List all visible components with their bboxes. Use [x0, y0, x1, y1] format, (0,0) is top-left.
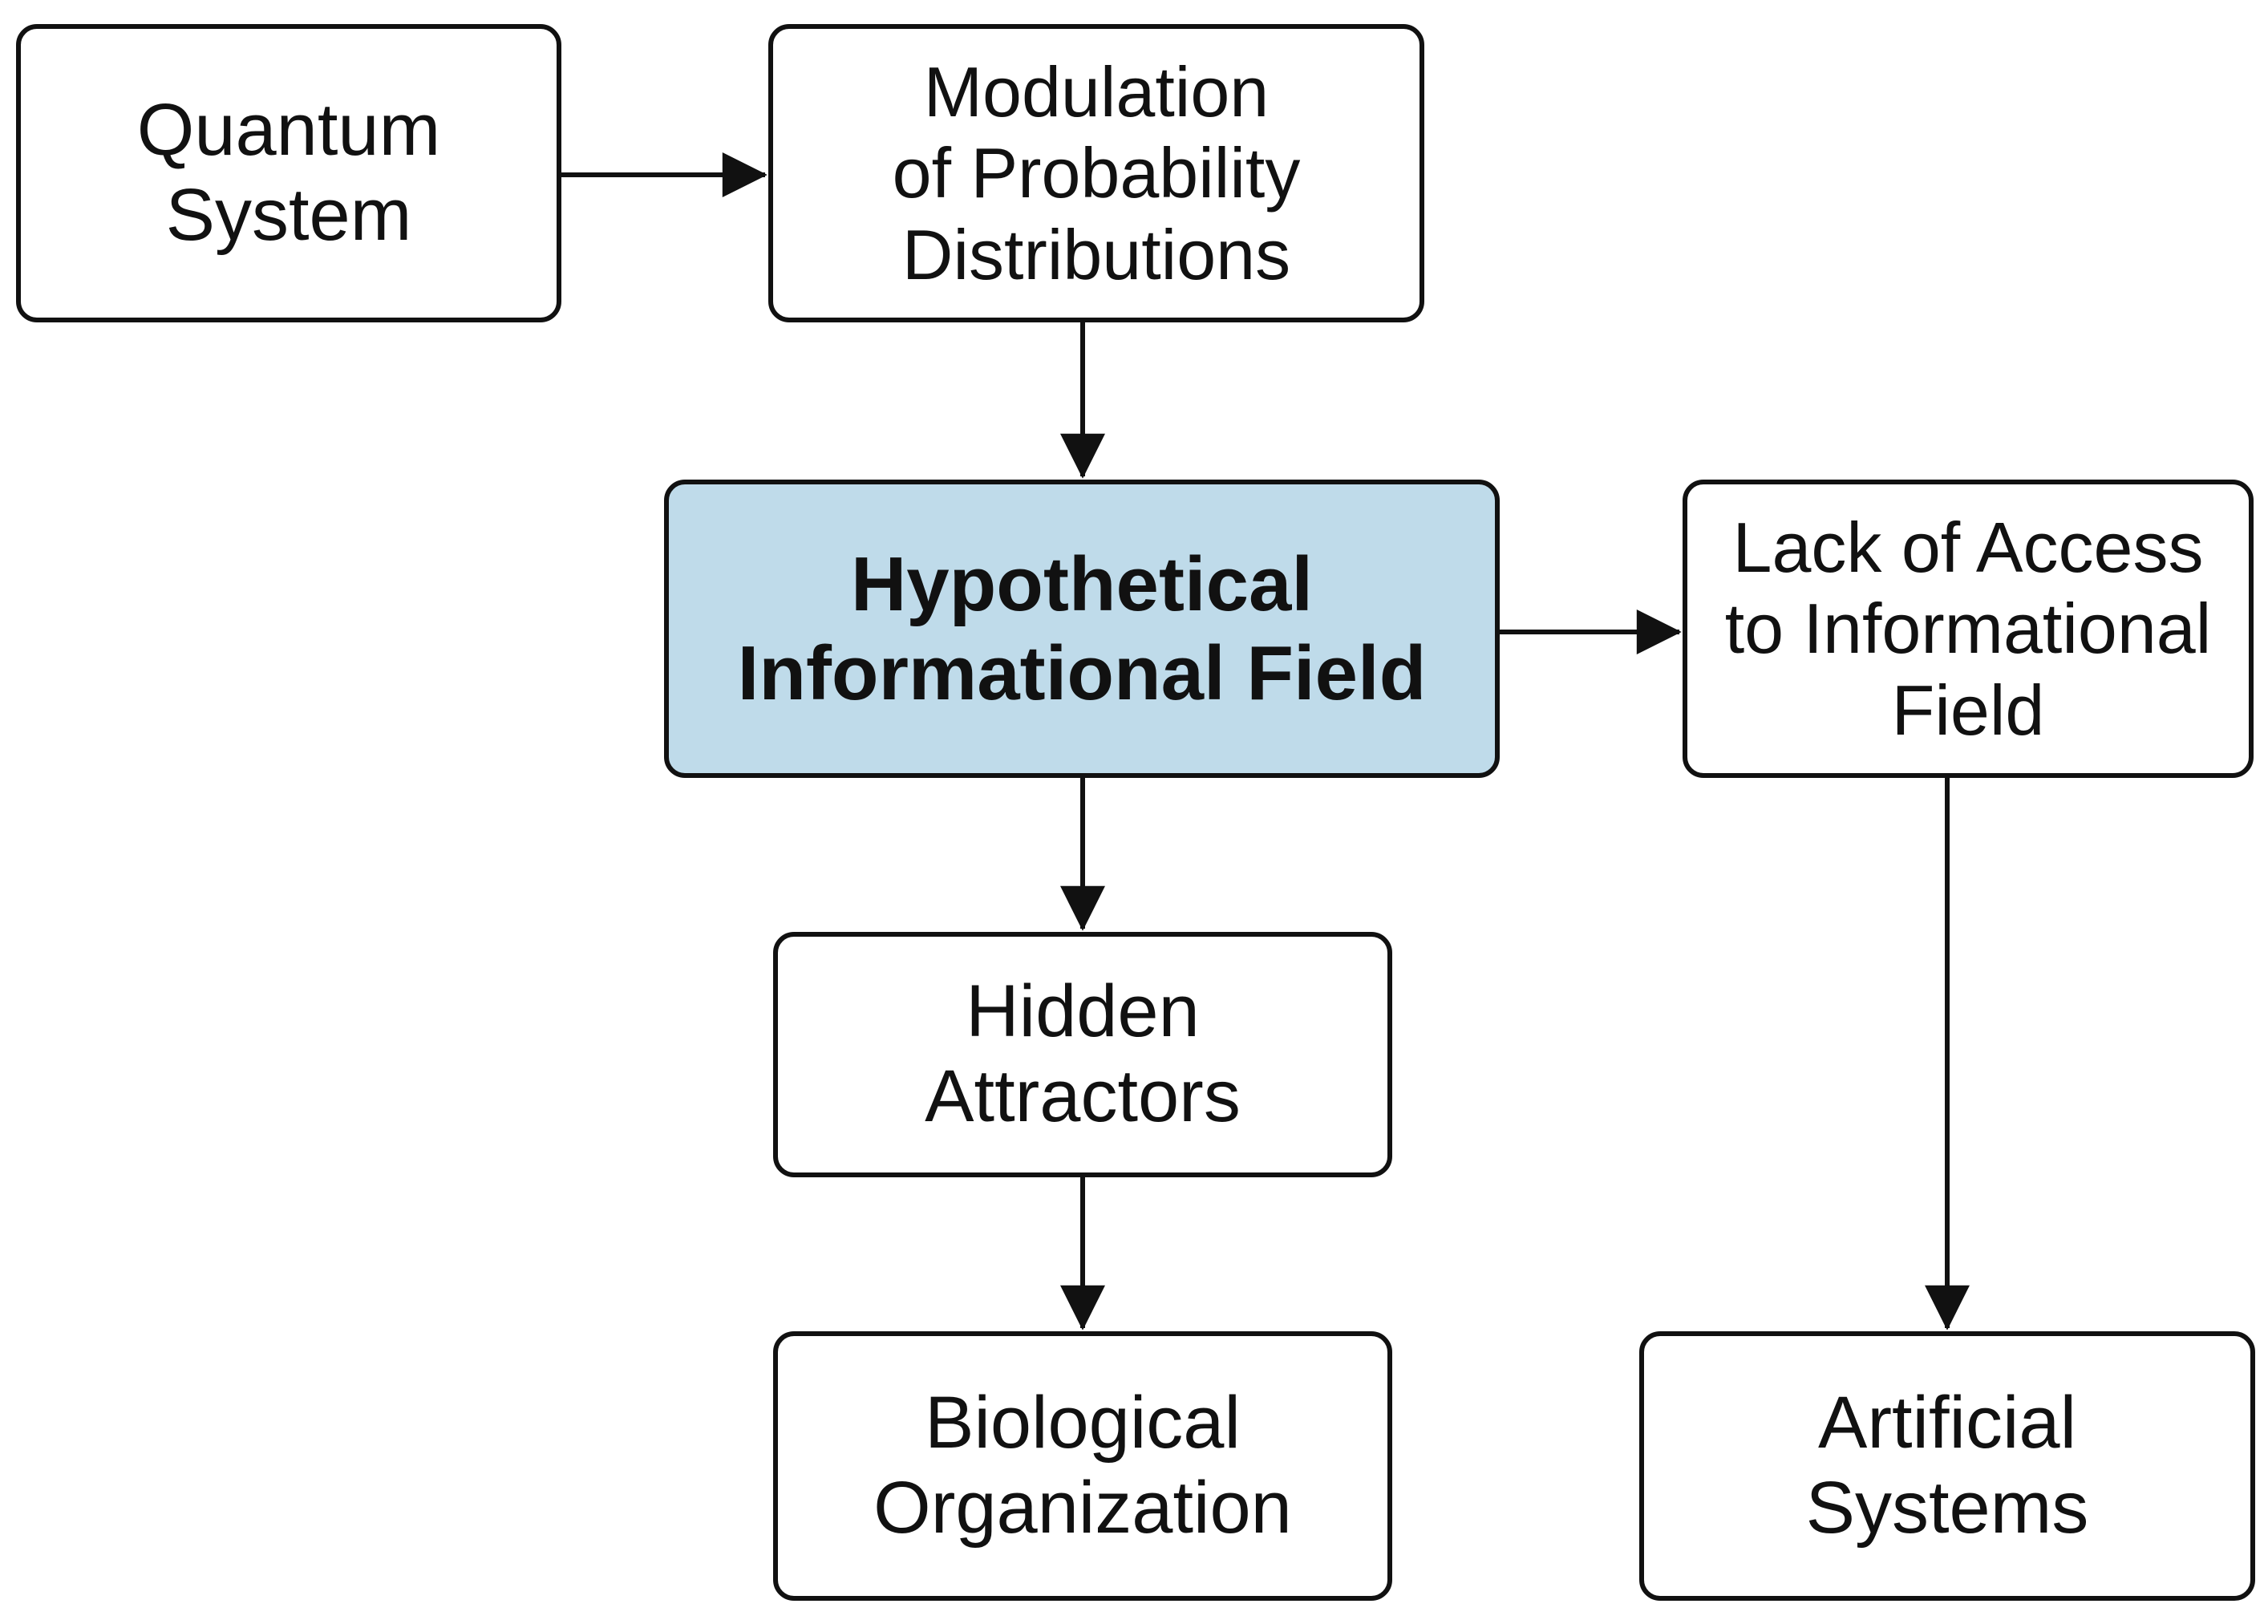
node-label: Biological Organization — [873, 1382, 1292, 1549]
node-modulation: Modulation of Probability Distributions — [768, 24, 1424, 322]
node-informational-field: Hypothetical Informational Field — [664, 480, 1500, 778]
node-label: Hypothetical Informational Field — [737, 541, 1427, 716]
node-label: Lack of Access to Informational Field — [1724, 508, 2212, 750]
node-artificial-systems: Artificial Systems — [1639, 1331, 2255, 1601]
node-label: Quantum System — [136, 89, 441, 256]
node-biological-organization: Biological Organization — [773, 1331, 1392, 1601]
node-lack-of-access: Lack of Access to Informational Field — [1683, 480, 2254, 778]
node-label: Hidden Attractors — [925, 970, 1241, 1137]
node-quantum-system: Quantum System — [16, 24, 561, 322]
node-label: Artificial Systems — [1805, 1382, 2089, 1549]
node-label: Modulation of Probability Distributions — [892, 52, 1301, 294]
node-hidden-attractors: Hidden Attractors — [773, 932, 1392, 1177]
